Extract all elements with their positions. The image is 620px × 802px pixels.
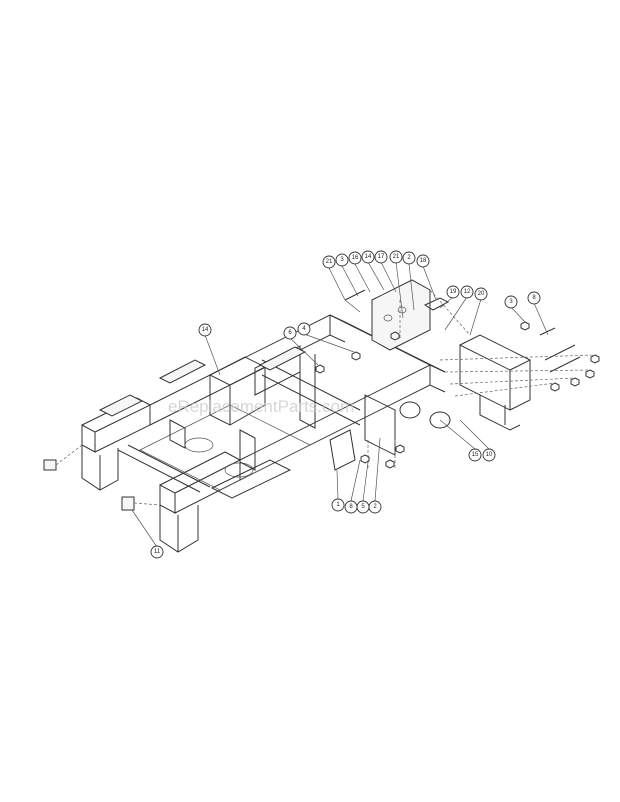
svg-text:6: 6: [288, 330, 292, 336]
callout-17: 17: [374, 250, 388, 264]
callout-18: 18: [416, 254, 430, 268]
callout-4: 4: [297, 322, 311, 336]
callout-8: 8: [344, 500, 358, 514]
callout-19: 19: [446, 285, 460, 299]
callout-16: 16: [348, 251, 362, 265]
svg-text:2: 2: [407, 255, 411, 261]
svg-text:5: 5: [361, 504, 365, 510]
callout-1: 1: [331, 498, 345, 512]
callout-10: 10: [482, 448, 496, 462]
callout-12: 12: [460, 285, 474, 299]
svg-text:3: 3: [509, 299, 513, 305]
svg-text:21: 21: [326, 259, 333, 265]
svg-text:4: 4: [302, 326, 306, 332]
main-frame: [43, 279, 531, 553]
svg-text:14: 14: [202, 327, 209, 333]
watermark: eReplacementParts.com: [168, 397, 354, 416]
svg-text:14: 14: [365, 254, 372, 260]
svg-text:20: 20: [478, 291, 485, 297]
callout-15: 15: [468, 448, 482, 462]
callout-21: 21: [322, 255, 336, 269]
svg-text:2: 2: [373, 504, 377, 510]
svg-text:8: 8: [532, 295, 536, 301]
callout-3: 3: [335, 253, 349, 267]
svg-text:16: 16: [352, 255, 359, 261]
svg-text:11: 11: [154, 549, 161, 555]
svg-text:1: 1: [336, 502, 340, 508]
leader-lines: [131, 261, 549, 548]
svg-text:18: 18: [420, 258, 427, 264]
svg-text:19: 19: [450, 289, 457, 295]
callout-6: 6: [283, 326, 297, 340]
svg-text:15: 15: [472, 452, 479, 458]
callout-2: 2: [368, 500, 382, 514]
hardware-fasteners: [55, 289, 600, 506]
callout-5: 5: [356, 500, 370, 514]
svg-text:3: 3: [340, 257, 344, 263]
callout-14: 14: [198, 323, 212, 337]
callout-21: 21: [389, 250, 403, 264]
callout-11: 11: [150, 545, 164, 559]
svg-text:8: 8: [349, 504, 353, 510]
svg-text:21: 21: [393, 254, 400, 260]
callout-20: 20: [474, 287, 488, 301]
svg-text:12: 12: [464, 289, 471, 295]
callouts: 21 3 16 14 17 21 2 18 19 12 20 3 8 6 4 1…: [150, 250, 541, 559]
callout-14: 14: [361, 250, 375, 264]
callout-8: 8: [527, 291, 541, 305]
svg-text:17: 17: [378, 254, 385, 260]
callout-2: 2: [402, 251, 416, 265]
svg-text:10: 10: [486, 452, 493, 458]
callout-3: 3: [504, 295, 518, 309]
